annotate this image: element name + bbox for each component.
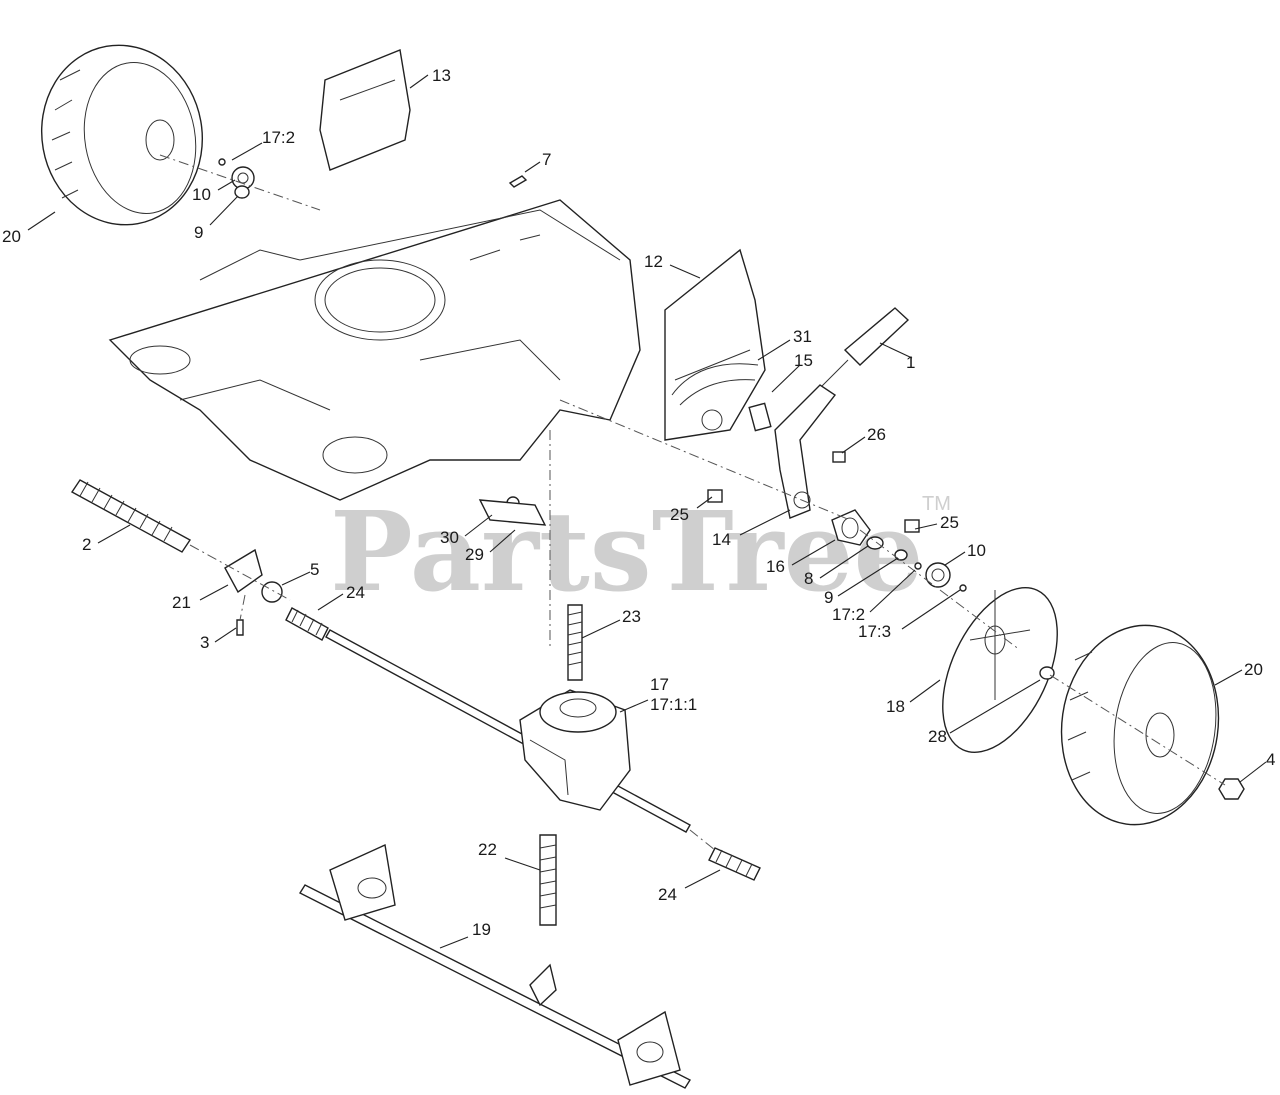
part-9-washer-left: [234, 185, 250, 199]
callout-31: 31: [793, 327, 812, 346]
callout-3: 3: [200, 633, 209, 652]
callout-29: 29: [465, 545, 484, 564]
callout-14: 14: [712, 530, 731, 549]
part-7-pin: [508, 175, 528, 188]
part-16-pivot: [831, 509, 871, 546]
watermark-tm: TM: [922, 493, 951, 515]
part-14-lever: [774, 384, 837, 519]
callout-26: 26: [867, 425, 886, 444]
part-17-2-clip-left: [218, 158, 226, 166]
callout-28: 28: [928, 727, 947, 746]
part-1-handle: [819, 307, 910, 389]
part-5-bushing: [261, 581, 283, 603]
part-17-2-clip-right: [914, 562, 922, 570]
callout-9-right: 9: [824, 588, 833, 607]
callout-20-left: 20: [2, 227, 21, 246]
part-21-bracket: [224, 548, 263, 594]
callout-5: 5: [310, 560, 319, 579]
part-17-transmission: [519, 689, 631, 811]
callout-17-3: 17:3: [858, 622, 891, 641]
callout-8: 8: [804, 569, 813, 588]
part-17-3-pin: [959, 584, 967, 592]
callout-25-right: 25: [940, 513, 959, 532]
part-3-screw: [236, 619, 244, 636]
part-15-clip: [748, 402, 772, 432]
centerline-height-adjust: [559, 399, 851, 521]
callout-20-right: 20: [1244, 660, 1263, 679]
callout-2: 2: [82, 535, 91, 554]
callout-17-2-right: 17:2: [832, 605, 865, 624]
part-31-scale: [671, 363, 759, 406]
part-28-washer: [1039, 666, 1055, 680]
callout-9-left: 9: [194, 223, 203, 242]
part-23-spring: [567, 604, 583, 681]
deck-housing: [108, 199, 641, 501]
callout-4: 4: [1266, 750, 1275, 769]
part-12-height-plate: [664, 248, 766, 441]
callout-24-left: 24: [346, 583, 365, 602]
part-9-washer-right: [894, 549, 908, 561]
part-18-cover: [942, 587, 1058, 753]
axle-shaft: [325, 629, 691, 833]
callout-17-1-1: 17:1:1: [650, 695, 697, 714]
callout-25-left: 25: [670, 505, 689, 524]
part-2-spring: [70, 479, 192, 553]
callout-10-left: 10: [192, 185, 211, 204]
part-13-bracket: [319, 49, 411, 171]
centerline-screw: [239, 594, 246, 621]
part-8-washer: [866, 536, 884, 550]
callout-19: 19: [472, 920, 491, 939]
callout-18: 18: [886, 697, 905, 716]
part-25-bolt-right: [904, 519, 920, 533]
callout-16: 16: [766, 557, 785, 576]
centerline-right-wheel: [1049, 674, 1226, 786]
callout-22: 22: [478, 840, 497, 859]
part-20-wheel-left: [40, 44, 204, 226]
centerline-right-hub: [859, 529, 1021, 651]
part-24-spring-right: [708, 847, 761, 881]
part-4-nut: [1218, 778, 1245, 800]
callout-17: 17: [650, 675, 669, 694]
part-19-rear-shaft: [299, 843, 691, 1089]
watermark: PartsTree: [330, 487, 924, 616]
part-25-bolt-left: [707, 489, 723, 503]
callout-13: 13: [432, 66, 451, 85]
centerline-left-hub: [159, 154, 321, 211]
part-10-gear-right: [925, 562, 951, 588]
callout-10-right: 10: [967, 541, 986, 560]
part-26-bolt: [832, 451, 846, 463]
part-22-spring: [539, 834, 557, 926]
part-24-spring-left: [285, 607, 329, 641]
part-20-wheel-right: [1060, 624, 1220, 826]
callout-1: 1: [906, 353, 915, 372]
leader-lines: [27, 74, 1267, 949]
part-29-guard: [478, 499, 547, 526]
callout-21: 21: [172, 593, 191, 612]
callout-23: 23: [622, 607, 641, 626]
callout-15: 15: [794, 351, 813, 370]
callout-30: 30: [440, 528, 459, 547]
centerline-spring: [189, 544, 291, 601]
callout-24-right: 24: [658, 885, 677, 904]
callout-7: 7: [542, 150, 551, 169]
callout-17-2-left: 17:2: [262, 128, 295, 147]
callout-12: 12: [644, 252, 663, 271]
centerline-spring-24: [689, 829, 716, 851]
